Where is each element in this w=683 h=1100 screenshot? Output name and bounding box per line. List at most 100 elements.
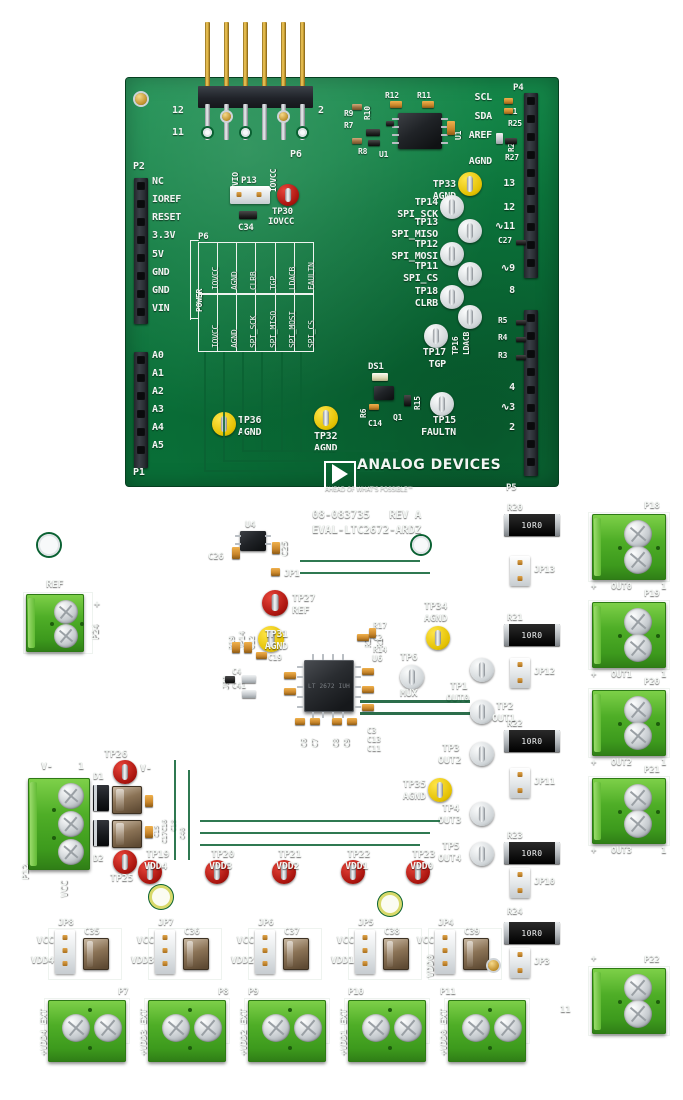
test-point-tp21[interactable]	[272, 860, 296, 884]
test-point-tp6[interactable]	[400, 665, 424, 689]
smd-passive	[256, 652, 267, 659]
test-point-tp13[interactable]	[458, 219, 482, 243]
terminal-block-p12[interactable]	[28, 778, 90, 870]
test-point-tp19[interactable]	[138, 860, 162, 884]
test-point-tp34[interactable]	[426, 626, 450, 650]
test-point-tp3[interactable]	[470, 742, 494, 766]
jumper-p13[interactable]	[230, 186, 270, 204]
test-point-tp15[interactable]	[430, 392, 454, 416]
tp17-ref: TP17	[422, 347, 446, 358]
test-point-tp32[interactable]	[314, 406, 338, 430]
p4-pin-label-aref: AREF	[468, 130, 492, 141]
test-point-tp30[interactable]	[277, 184, 299, 206]
jumper-jp7[interactable]	[155, 930, 175, 974]
p6-top-tgp: TGP	[269, 276, 278, 290]
test-point-tp18[interactable]	[440, 285, 464, 309]
test-point-tp11[interactable]	[458, 262, 482, 286]
test-point-tp23[interactable]	[406, 860, 430, 884]
test-point-tp33[interactable]	[458, 172, 482, 196]
q1-ref: Q1	[393, 413, 403, 422]
terminal-block-p9[interactable]	[248, 1000, 326, 1062]
jumper-jp10[interactable]	[510, 868, 530, 898]
terminal-block-p11[interactable]	[448, 1000, 526, 1062]
jumper-jp4[interactable]	[435, 930, 455, 974]
r21-ref: R21	[507, 613, 523, 623]
jp8-opt-vdd4: VDD4	[30, 955, 54, 966]
smd-passive	[272, 542, 280, 554]
terminal-block-p24[interactable]	[26, 594, 84, 652]
smd-passive	[332, 718, 342, 725]
p24-plus: +	[94, 599, 100, 610]
test-point-tp35[interactable]	[428, 778, 452, 802]
tp16-net: LDACB	[462, 331, 471, 355]
tp32-ref: TP32	[314, 431, 338, 442]
terminal-block-p18[interactable]	[592, 514, 666, 580]
smd-passive	[244, 642, 252, 653]
test-point-tp16[interactable]	[458, 305, 482, 329]
test-point-tp27[interactable]	[262, 590, 288, 616]
header-p5[interactable]	[524, 310, 538, 476]
power-bracket-b	[190, 318, 199, 320]
test-point-tp31[interactable]	[258, 626, 284, 652]
c4-ref: C4	[232, 667, 242, 676]
jumper-jp8[interactable]	[55, 930, 75, 974]
test-point-tp14[interactable]	[440, 195, 464, 219]
p22-plus: +	[591, 954, 597, 964]
test-point-tp25[interactable]	[113, 850, 137, 874]
tp26-net: V-	[140, 763, 152, 774]
r9-ref: R9	[344, 109, 354, 118]
header-p2[interactable]	[134, 178, 148, 324]
jumper-jp3[interactable]	[510, 948, 530, 978]
p2-pin-label-33v: 3.3V	[152, 230, 176, 241]
tp20-ref: TP20	[211, 849, 235, 860]
jumper-jp1-pad[interactable]	[271, 568, 280, 576]
p12-ref: P12	[21, 864, 31, 880]
r8-ref: R8	[358, 147, 368, 156]
pad-hole	[203, 128, 212, 137]
test-point-tp5[interactable]	[470, 842, 494, 866]
resistor-r21: 10R0	[504, 624, 560, 646]
smd-passive	[505, 138, 517, 144]
test-point-tp4[interactable]	[470, 802, 494, 826]
test-point-tp22[interactable]	[341, 860, 365, 884]
p18-plus: +	[591, 582, 597, 592]
jumper-jp12[interactable]	[510, 658, 530, 688]
tp11-ref: TP11	[414, 261, 438, 272]
tp30-net: IOVCC	[268, 217, 295, 227]
tp34-ref: TP34	[424, 601, 448, 612]
p10-ref: P10	[348, 987, 364, 997]
test-point-tp20[interactable]	[205, 860, 229, 884]
tp13-net: SPI_MISO	[391, 229, 438, 240]
p8-ref: P8	[218, 987, 229, 997]
ic-u1	[398, 113, 442, 149]
jumper-jp6[interactable]	[255, 930, 275, 974]
terminal-block-p8[interactable]	[148, 1000, 226, 1062]
jp4-ref: JP4	[438, 918, 454, 928]
smd-passive	[516, 337, 526, 342]
jumper-jp5[interactable]	[355, 930, 375, 974]
terminal-block-p21[interactable]	[592, 778, 666, 844]
tp20-net: VDD3	[209, 861, 233, 872]
jp5-group-outline	[348, 928, 422, 980]
jumper-jp11[interactable]	[510, 768, 530, 798]
header-p1[interactable]	[134, 352, 148, 468]
terminal-block-p20[interactable]	[592, 690, 666, 756]
tp17-net: TGP	[428, 359, 447, 370]
terminal-block-p19[interactable]	[592, 602, 666, 668]
test-point-tp1[interactable]	[470, 658, 494, 682]
terminal-block-p10[interactable]	[348, 1000, 426, 1062]
terminal-block-p7[interactable]	[48, 1000, 126, 1062]
test-point-tp2[interactable]	[470, 700, 494, 724]
p7-ref: P7	[118, 987, 129, 997]
silver-pin-6	[300, 104, 305, 140]
jp5-opt-vdd1: VDD1	[330, 955, 354, 966]
tp6-ref: TP6	[400, 652, 418, 663]
test-point-tp17[interactable]	[424, 324, 448, 348]
tp12-net: SPI_MOSI	[391, 251, 438, 262]
header-p4[interactable]	[524, 93, 538, 278]
jumper-jp13[interactable]	[510, 556, 530, 586]
terminal-block-p22[interactable]	[592, 968, 666, 1034]
mounting-hole-3	[381, 895, 399, 913]
test-point-tp12[interactable]	[440, 242, 464, 266]
test-point-tp26[interactable]	[113, 760, 137, 784]
